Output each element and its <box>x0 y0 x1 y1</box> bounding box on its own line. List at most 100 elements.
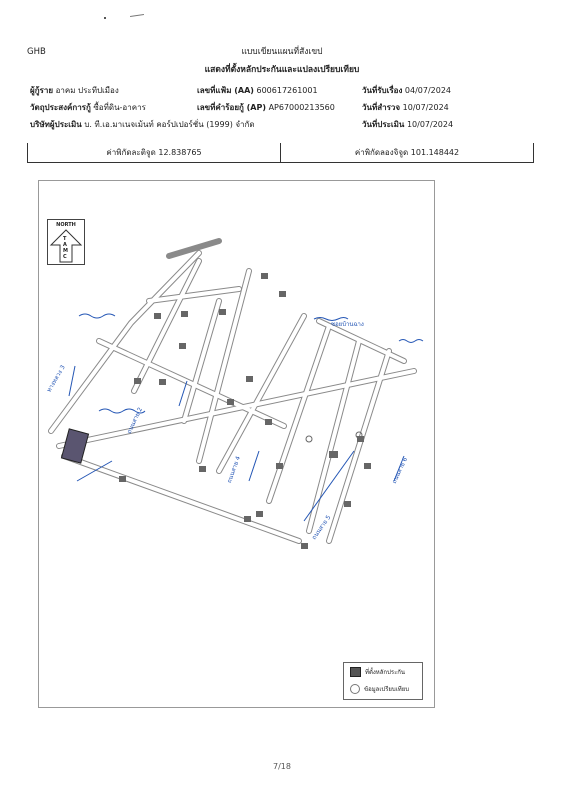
annotation-stroke <box>68 365 76 397</box>
landmark-icon <box>244 516 251 522</box>
road-fill <box>217 314 306 473</box>
collateral-marker <box>60 428 90 464</box>
annotation-stroke <box>313 317 349 321</box>
assess-value: 10/07/2024 <box>406 120 454 129</box>
received-value: 04/07/2024 <box>404 86 452 95</box>
received-row: วันที่รับเรื่อง 04/07/2024 <box>362 84 451 97</box>
road-label: ซอยบ้านฉาง <box>331 321 364 328</box>
road <box>166 238 222 259</box>
landmark-icon <box>279 291 286 297</box>
survey-label: วันที่สำรวจ <box>362 103 401 112</box>
coordinate-box: ค่าพิกัดละติจูด 12.838765 ค่าพิกัดลองจิจ… <box>27 143 534 163</box>
road-fill <box>197 269 251 463</box>
annotation-stroke <box>178 380 188 407</box>
page-number: 7/18 <box>273 762 291 771</box>
landmark-icon <box>344 501 351 507</box>
north-letter: M <box>63 248 68 254</box>
annotation-stroke <box>248 450 260 482</box>
landmark-icon <box>261 273 268 279</box>
road-fill <box>327 349 391 543</box>
road-fill <box>147 287 241 303</box>
landmark-icon <box>181 311 188 317</box>
landmark-icon <box>159 379 166 385</box>
longitude-cell: ค่าพิกัดลองจิจูด 101.148442 <box>280 143 533 162</box>
request-no-value: AP67000213560 <box>268 103 335 112</box>
road-fill <box>97 339 286 428</box>
landmark-icon <box>357 436 364 442</box>
landmark-icon <box>199 466 206 472</box>
received-label: วันที่รับเรื่อง <box>362 86 403 95</box>
north-label: NORTH <box>56 222 76 228</box>
appraiser-row: บริษัทผู้ประเมิน บ. ที.เอ.มาเนจเม้นท์ คอ… <box>30 118 255 131</box>
handwriting-annotations <box>68 313 424 522</box>
landmark-icon <box>246 376 253 382</box>
doc-code: GHB <box>27 47 46 57</box>
file-no-row: เลขที่แฟ้ม (AA) 600617261001 <box>197 84 318 97</box>
landmark-icon <box>256 511 263 517</box>
scan-mark <box>129 14 145 17</box>
legend-compare: ข้อมูลเปรียบเทียบ <box>344 680 422 697</box>
legend-collateral: ที่ตั้งหลักประกัน <box>344 663 422 680</box>
sketch-map <box>48 238 424 549</box>
road-fill <box>62 454 301 543</box>
purpose-label: วัตถุประสงค์การกู้ <box>30 103 91 112</box>
road-fill <box>182 299 221 423</box>
doc-title: แบบเขียนแผนที่สังเขป <box>241 47 323 57</box>
road-fills <box>49 251 416 543</box>
map-frame: ทางหลวง 3 ซอยบ้านฉาง ถนนสาย 2 ถนนสาย 4 ถ… <box>38 180 435 708</box>
landmark-icon <box>329 451 338 458</box>
annotation-stroke <box>393 455 405 482</box>
map-legend: ที่ตั้งหลักประกัน ข้อมูลเปรียบเทียบ <box>343 662 423 700</box>
annotation-stroke <box>78 313 116 319</box>
north-letter: C <box>63 254 67 260</box>
road-fill <box>267 324 331 503</box>
borrower-label: ผู้กู้ราย <box>30 86 54 95</box>
comparison-swatch <box>350 683 360 694</box>
scan-mark <box>104 17 106 19</box>
doc-subtitle: แสดงที่ตั้งหลักประกันและแปลงเปรียบเทียบ <box>204 65 360 75</box>
landmark-icon <box>301 543 308 549</box>
north-arrow-icon <box>49 229 83 263</box>
north-letter: A <box>63 242 67 248</box>
legend-collateral-label: ที่ตั้งหลักประกัน <box>365 668 406 676</box>
annotation-stroke <box>398 339 424 343</box>
appraiser-value: บ. ที.เอ.มาเนจเม้นท์ คอร์ปเปอร์ชั่น (199… <box>84 120 255 129</box>
landmark-icon <box>119 476 126 482</box>
survey-value: 10/07/2024 <box>402 103 449 112</box>
file-no-label: เลขที่แฟ้ม (AA) <box>197 86 254 95</box>
request-no-row: เลขที่คำร้อยกู้ (AP) AP67000213560 <box>197 101 335 114</box>
landmark-icon <box>265 419 272 425</box>
assess-label: วันที่ประเมิน <box>362 120 405 129</box>
landmark-icon <box>227 399 234 405</box>
north-arrow: NORTH T A M C <box>47 219 85 265</box>
landmark-icon <box>154 313 161 319</box>
north-letter: T <box>63 236 67 242</box>
annotation-stroke <box>303 450 355 522</box>
borrower-value: อาคม ประทีปเมือง <box>55 86 119 95</box>
appraiser-label: บริษัทผู้ประเมิน <box>30 120 82 129</box>
landmarks <box>119 273 371 549</box>
request-no-label: เลขที่คำร้อยกู้ (AP) <box>197 103 267 112</box>
latitude-cell: ค่าพิกัดละติจูด 12.838765 <box>106 148 202 157</box>
landmark-icon <box>134 378 141 384</box>
legend-compare-label: ข้อมูลเปรียบเทียบ <box>364 685 410 693</box>
landmark-icon <box>179 343 186 349</box>
assess-row: วันที่ประเมิน 10/07/2024 <box>362 118 453 131</box>
road-fill <box>57 369 416 448</box>
file-no-value: 600617261001 <box>256 86 318 95</box>
landmark-icon <box>219 309 226 315</box>
purpose-value: ซื้อที่ดิน-อาคาร <box>93 103 146 112</box>
borrower-row: ผู้กู้ราย อาคม ประทีปเมือง <box>30 84 119 97</box>
landmark-icon <box>276 463 283 469</box>
purpose-row: วัตถุประสงค์การกู้ ซื้อที่ดิน-อาคาร <box>30 101 146 114</box>
survey-row: วันที่สำรวจ 10/07/2024 <box>362 101 449 114</box>
road-fill <box>49 251 201 433</box>
comparison-marker <box>355 431 363 439</box>
road-fill <box>132 259 201 393</box>
landmark-icon <box>364 463 371 469</box>
annotation-stroke <box>98 408 146 414</box>
collateral-swatch <box>350 666 361 677</box>
roads <box>48 238 417 544</box>
annotation-stroke <box>76 460 113 482</box>
comparison-marker <box>305 435 313 443</box>
